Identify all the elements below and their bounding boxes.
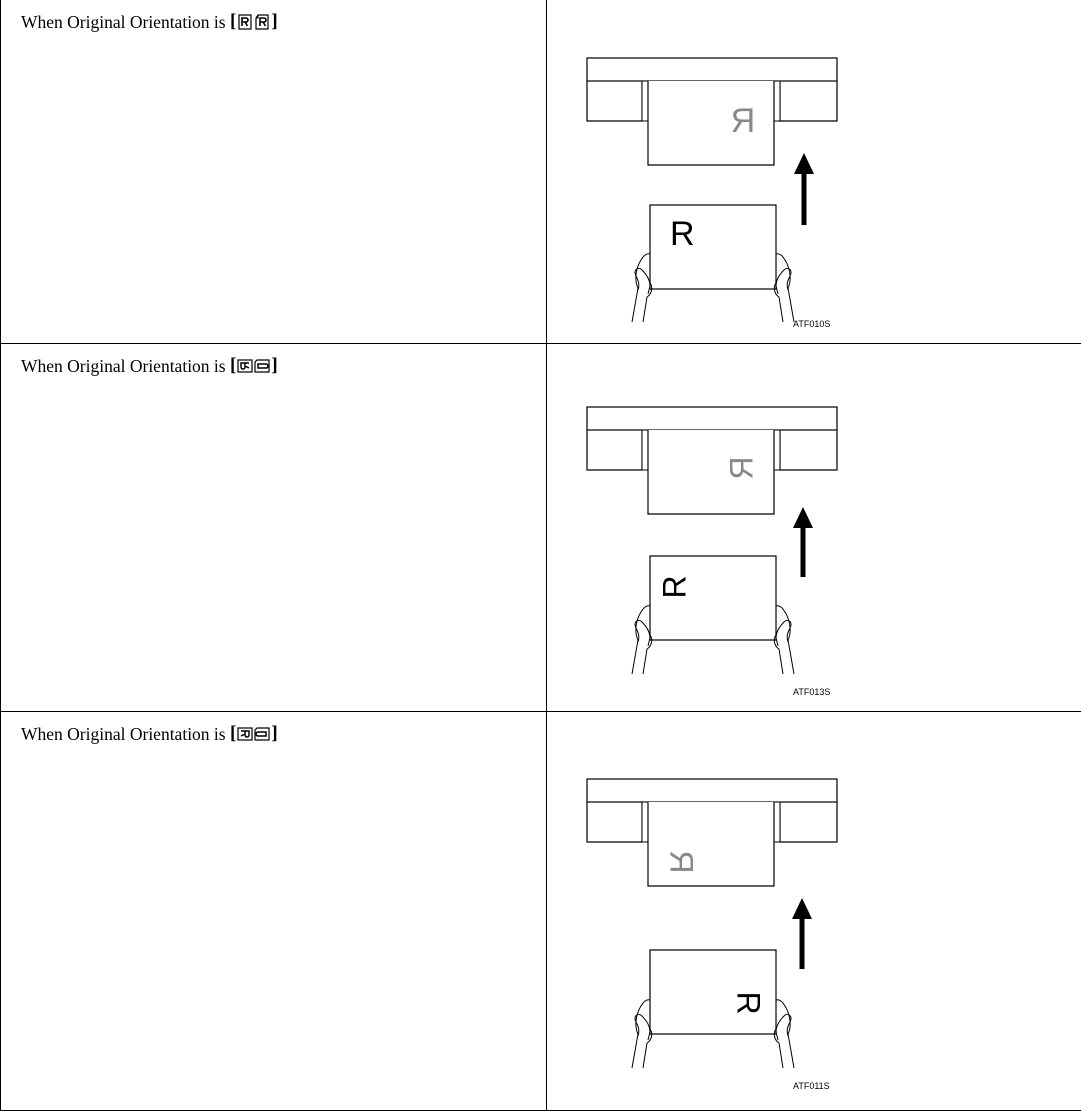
left-hand (632, 254, 652, 322)
scanned-letter-text: R (663, 850, 699, 873)
guide-left (642, 81, 648, 121)
scanned-letter: R (723, 456, 759, 479)
guide-right (774, 81, 780, 121)
scanner-feed-figure: R R ATF013S (547, 344, 1081, 711)
landscape-rotated-left-copy-icon (254, 358, 270, 374)
original-letter-text: R (656, 575, 692, 598)
bracket-close: ] (271, 723, 277, 745)
scanned-letter: R (730, 102, 755, 140)
orientation-label: When Original Orientation is (21, 11, 230, 33)
orientation-row: When Original Orientation is [ ] (1, 712, 1081, 1111)
orientation-figure-cell: R R ATF011S (546, 712, 1081, 1111)
figure-code: ATF010S (793, 319, 830, 329)
orientation-figure-cell: R R ATF013S (546, 344, 1081, 712)
original-paper (650, 205, 776, 289)
landscape-rotated-left-icon (237, 358, 253, 374)
scanned-letter-text: R (723, 456, 759, 479)
right-hand (774, 606, 794, 674)
right-hand (774, 1000, 794, 1068)
feed-arrow-icon (793, 507, 813, 577)
left-hand (632, 1000, 652, 1068)
original-letter: R (730, 991, 766, 1014)
scanned-letter: R (663, 850, 699, 873)
bracket-close: ] (271, 11, 277, 33)
orientation-label-cell: When Original Orientation is [ ] (1, 344, 547, 712)
scanner-top-bar (587, 407, 837, 430)
right-hand (774, 254, 794, 322)
landscape-rotated-right-copy-icon (254, 726, 270, 742)
scanner-top-bar (587, 58, 837, 81)
orientation-label-cell: When Original Orientation is [ ] (1, 0, 547, 344)
figure-code: ATF013S (793, 687, 830, 697)
guide-right (774, 430, 780, 470)
bracket-open: [ (230, 11, 236, 33)
orientation-label: When Original Orientation is (21, 723, 230, 745)
landscape-rotated-right-icon (237, 726, 253, 742)
guide-left (642, 430, 648, 470)
scanner-feed-figure: R R ATF011S (547, 712, 1081, 1110)
orientation-label: When Original Orientation is (21, 355, 230, 377)
orientation-row: When Original Orientation is [ ] (1, 344, 1081, 712)
left-hand (632, 606, 652, 674)
bracket-open: [ (230, 355, 236, 377)
orientation-key-icons (237, 14, 270, 30)
scanner-top-bar (587, 779, 837, 802)
bracket-close: ] (271, 355, 277, 377)
portrait-readable-copy-icon (254, 14, 270, 30)
orientation-row: When Original Orientation is [ ] (1, 0, 1081, 344)
feed-arrow-icon (794, 153, 814, 225)
figure-code: ATF011S (793, 1081, 830, 1091)
guide-left (642, 802, 648, 842)
original-letter: R (670, 215, 695, 253)
portrait-readable-icon (237, 14, 253, 30)
scanner-feed-figure: R R ATF010S (547, 0, 1081, 343)
feed-arrow-icon (792, 898, 812, 969)
orientation-key-icons (237, 358, 270, 374)
bracket-open: [ (230, 723, 236, 745)
original-letter: R (656, 575, 692, 598)
scanned-letter-text: R (730, 102, 755, 140)
guide-right (774, 802, 780, 842)
orientation-figure-cell: R R ATF010S (546, 0, 1081, 344)
orientation-key-icons (237, 726, 270, 742)
orientation-label-cell: When Original Orientation is [ ] (1, 712, 547, 1111)
original-letter-text: R (730, 991, 766, 1014)
